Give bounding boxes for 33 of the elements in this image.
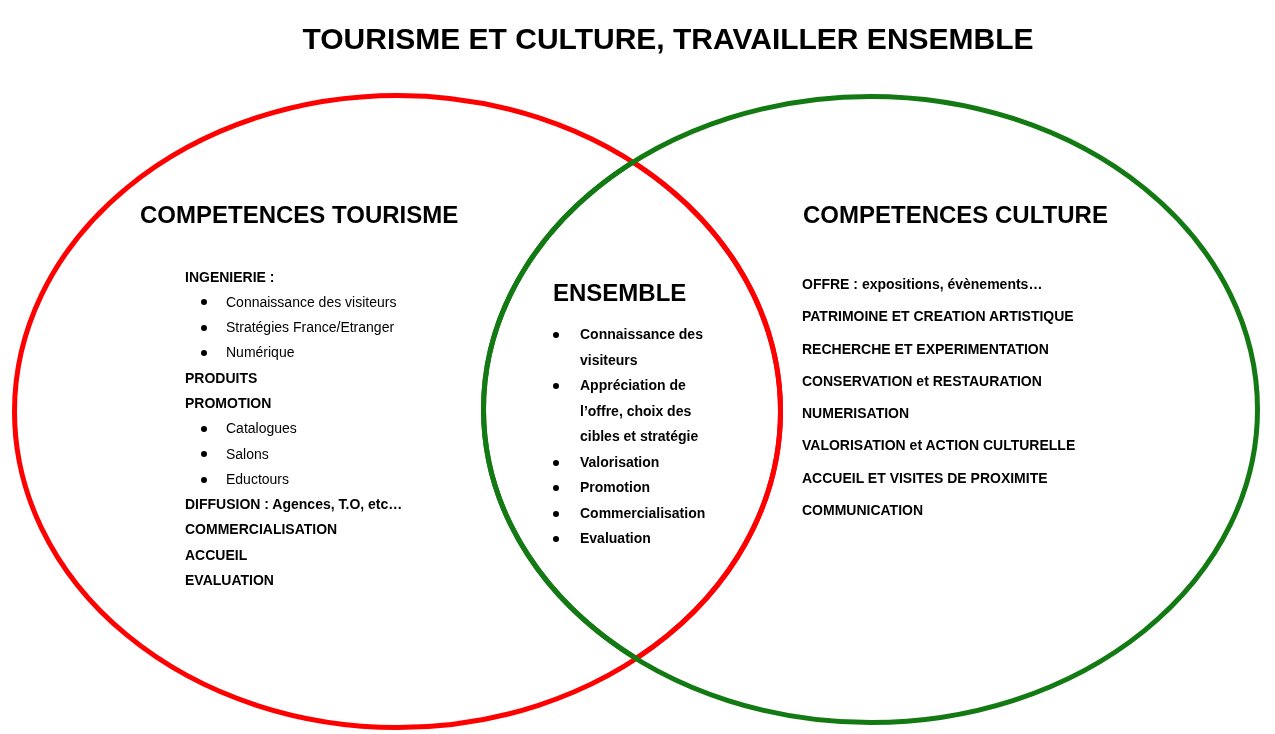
list-item: Valorisation <box>580 452 660 472</box>
category-text: PATRIMOINE ET CREATION ARTISTIQUE <box>802 307 1074 327</box>
list-item: Catalogues <box>226 419 297 439</box>
list-item: Numérique <box>226 343 295 363</box>
category-text: INGENIERIE : <box>185 267 275 287</box>
section-heading: ENSEMBLE <box>553 278 687 308</box>
category-text: ACCUEIL <box>185 545 248 565</box>
category-text: OFFRE : expositions, évènements… <box>802 275 1043 294</box>
list-item: Connaissance des visiteurs <box>580 325 704 370</box>
venn-circle <box>11 92 783 730</box>
list-item: Salons <box>226 444 269 464</box>
category-text: ACCUEIL ET VISITES DE PROXIMITE <box>802 468 1048 488</box>
category-text: PRODUITS <box>185 368 258 388</box>
list-item: Promotion <box>580 478 650 498</box>
list-item: Evaluation <box>580 529 651 549</box>
list-item: Stratégies France/Etranger <box>226 318 395 338</box>
category-text: PROMOTION <box>185 394 272 413</box>
section-heading: COMPETENCES CULTURE <box>803 200 1108 230</box>
list-item: Connaissance des visiteurs <box>226 292 397 312</box>
category-text: EVALUATION <box>185 571 274 591</box>
list-item: Appréciation de l’offre, choix des cibles et stratégie <box>580 376 700 447</box>
category-text: VALORISATION et ACTION CULTURELLE <box>802 436 1076 456</box>
category-text: RECHERCHE ET EXPERIMENTATION <box>802 339 1049 359</box>
venn-circle <box>480 93 1260 725</box>
category-text: COMMERCIALISATION <box>185 520 338 540</box>
category-text: DIFFUSION : Agences, T.O, etc… <box>185 495 403 515</box>
category-text: NUMERISATION <box>802 404 910 424</box>
category-text: COMMUNICATION <box>802 501 924 521</box>
list-item: Commercialisation <box>580 503 706 523</box>
section-heading: COMPETENCES TOURISME <box>140 200 459 230</box>
diagram-title: TOURISME ET CULTURE, TRAVAILLER ENSEMBLE <box>302 21 1034 57</box>
list-item: Eductours <box>226 469 290 489</box>
category-text: CONSERVATION et RESTAURATION <box>802 371 1042 391</box>
